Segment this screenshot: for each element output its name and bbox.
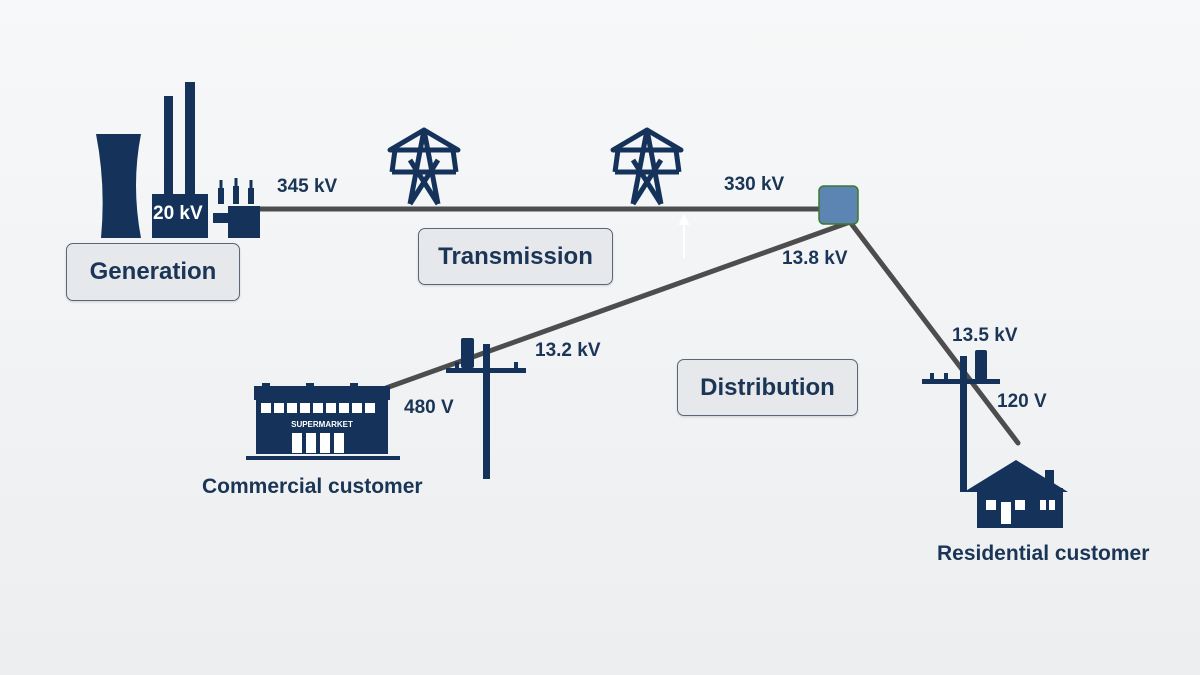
voltage-label-substation-out: 13.8 kV <box>782 248 848 269</box>
transmission-tower-icon <box>387 127 461 206</box>
voltage-label-substation-in: 330 kV <box>724 174 785 195</box>
voltage-label-residential-pole: 13.5 kV <box>952 325 1018 346</box>
voltage-label-commercial-pole: 13.2 kV <box>535 340 601 361</box>
commercial-utility-pole-icon <box>446 338 526 479</box>
substation-icon <box>818 185 859 225</box>
step-up-transformer-icon <box>213 178 260 238</box>
stage-transmission: Transmission <box>418 228 613 285</box>
store-sign: SUPERMARKET <box>291 420 353 429</box>
arrow-marker-icon <box>678 213 690 258</box>
voltage-label-commercial-service: 480 V <box>404 397 454 418</box>
voltage-label-residential-service: 120 V <box>997 391 1047 412</box>
supermarket-icon: SUPERMARKET <box>246 383 400 460</box>
transmission-tower-icon <box>610 127 684 206</box>
stage-distribution: Distribution <box>677 359 858 416</box>
residential-distribution-line <box>847 219 1021 446</box>
power-plant-icon <box>79 82 208 238</box>
voltage-label-step-up: 345 kV <box>277 176 338 197</box>
voltage-label-generator: 20 kV <box>153 203 203 224</box>
commercial-customer-label: Commercial customer <box>202 475 423 498</box>
house-icon <box>964 460 1068 528</box>
stage-generation: Generation <box>66 243 240 301</box>
residential-utility-pole-icon <box>922 350 1000 492</box>
residential-customer-label: Residential customer <box>937 542 1150 565</box>
